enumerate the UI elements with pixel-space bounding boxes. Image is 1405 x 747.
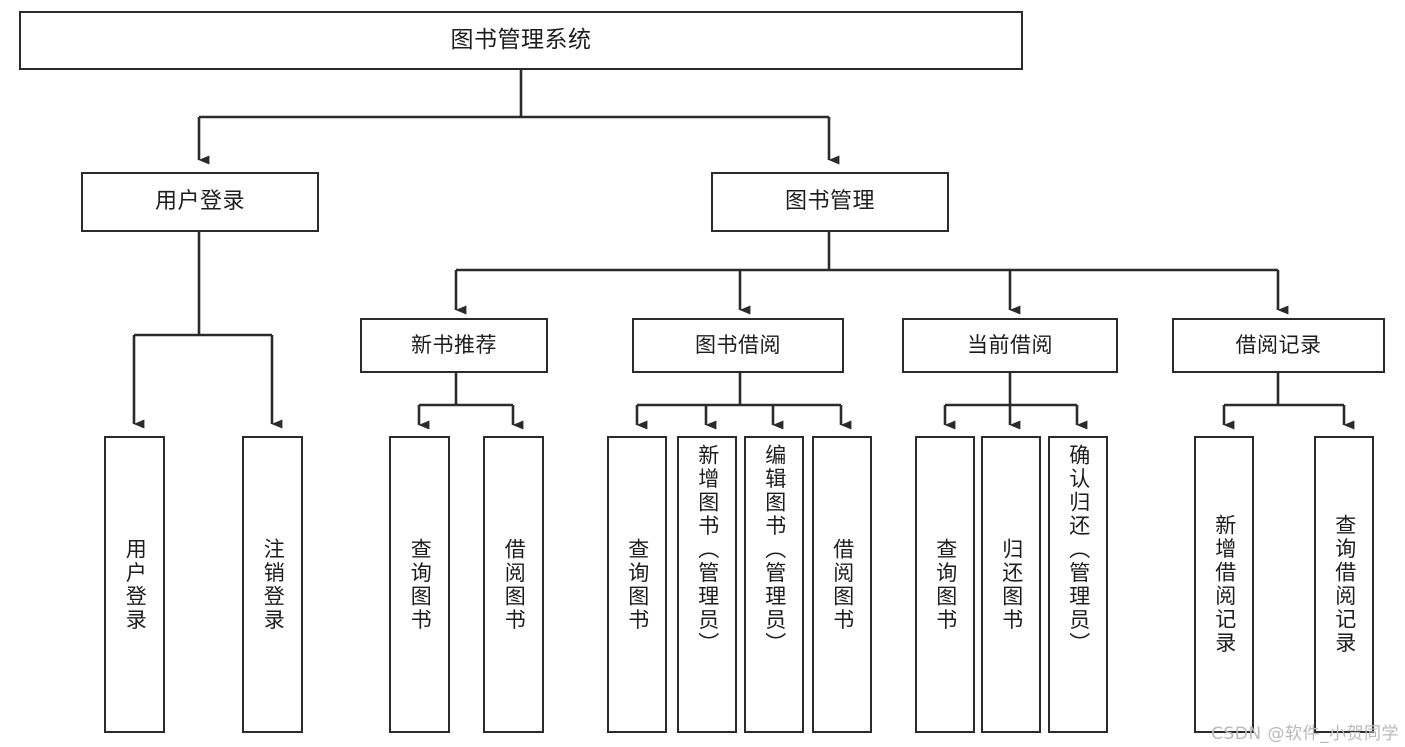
- node-label: 查询图书: [933, 537, 958, 632]
- node-label: 借阅图书: [502, 537, 527, 632]
- node-leaf-add-book-admin[interactable]: 新增图书（管理员）: [677, 436, 737, 733]
- node-label: 图书管理系统: [450, 26, 592, 53]
- node-label: 确认归还（管理员）: [1066, 444, 1091, 656]
- node-book-borrow[interactable]: 图书借阅: [632, 318, 844, 373]
- node-leaf-borrow-book[interactable]: 借阅图书: [812, 436, 872, 733]
- node-label: 归还图书: [999, 537, 1024, 632]
- node-label: 借阅图书: [830, 537, 855, 632]
- node-label: 新增借阅记录: [1212, 514, 1237, 655]
- node-book-management-system[interactable]: 图书管理系统: [19, 11, 1023, 70]
- node-borrow-record[interactable]: 借阅记录: [1172, 318, 1385, 373]
- node-label: 编辑图书（管理员）: [762, 444, 787, 656]
- node-label: 借阅记录: [1235, 332, 1322, 357]
- node-label: 查询借阅记录: [1332, 514, 1357, 655]
- node-leaf-add-borrow-record[interactable]: 新增借阅记录: [1194, 436, 1254, 733]
- node-user-login[interactable]: 用户登录: [81, 172, 319, 232]
- node-label: 新增图书（管理员）: [695, 444, 720, 656]
- node-label: 用户登录: [123, 537, 148, 632]
- node-leaf-query-borrow-record[interactable]: 查询借阅记录: [1314, 436, 1374, 733]
- node-leaf-edit-book-admin[interactable]: 编辑图书（管理员）: [744, 436, 804, 733]
- node-book-management[interactable]: 图书管理: [711, 172, 949, 232]
- node-leaf-return-book[interactable]: 归还图书: [981, 436, 1041, 733]
- node-label: 查询图书: [408, 537, 433, 632]
- node-label: 用户登录: [154, 188, 245, 214]
- node-label: 图书管理: [784, 188, 875, 214]
- node-leaf-logout[interactable]: 注销登录: [242, 436, 303, 733]
- node-leaf-borrow-book-recommend[interactable]: 借阅图书: [483, 436, 544, 733]
- node-label: 新书推荐: [411, 332, 497, 357]
- node-label: 图书借阅: [695, 332, 781, 357]
- node-leaf-user-login[interactable]: 用户登录: [104, 436, 165, 733]
- node-label: 当前借阅: [967, 332, 1053, 357]
- node-leaf-query-book-recommend[interactable]: 查询图书: [389, 436, 450, 733]
- node-leaf-confirm-return-admin[interactable]: 确认归还（管理员）: [1048, 436, 1108, 733]
- node-current-borrow[interactable]: 当前借阅: [902, 318, 1118, 373]
- node-leaf-query-book-borrow[interactable]: 查询图书: [607, 436, 667, 733]
- node-label: 查询图书: [625, 537, 650, 632]
- node-leaf-query-book-current[interactable]: 查询图书: [915, 436, 975, 733]
- node-label: 注销登录: [261, 537, 286, 632]
- node-new-book-recommend[interactable]: 新书推荐: [360, 318, 548, 373]
